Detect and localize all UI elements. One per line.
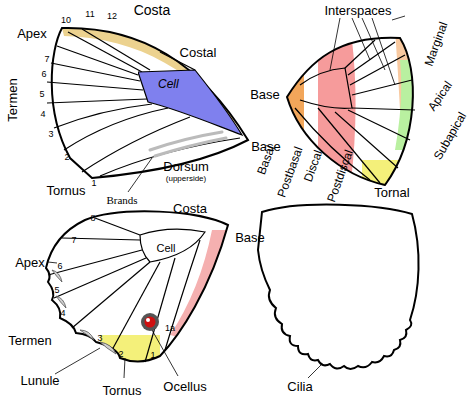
vein-number: 4: [60, 309, 65, 318]
part-name: Tornus: [102, 384, 141, 397]
zone-name: Tornal: [374, 186, 409, 199]
part-name: Termen: [8, 334, 51, 347]
wing-cell: Cell: [138, 66, 246, 138]
wing-veins: [295, 40, 415, 183]
part-name: Lunule: [20, 374, 59, 387]
part-name: Termen: [6, 78, 19, 121]
part-note: (upperside): [166, 175, 206, 183]
part-name: Costa: [134, 3, 171, 17]
leader-line: [128, 158, 152, 192]
part-name: Apex: [17, 27, 47, 40]
vein-number: 11: [85, 10, 94, 19]
hindwing-outline: [258, 205, 419, 378]
vein-number: 1: [150, 351, 155, 360]
vein-number: 1a: [165, 324, 175, 333]
vein-number: 7: [44, 55, 49, 64]
vein-number: 6: [57, 262, 62, 271]
part-name: Base: [235, 231, 265, 244]
zone-name: Discal: [302, 149, 324, 184]
part-name: Ocellus: [163, 380, 206, 393]
wing-outline: [52, 28, 248, 178]
wing-outline: [258, 205, 419, 369]
part-name: Dorsum: [163, 160, 209, 173]
ocellus-pupil: [146, 318, 150, 322]
forewing-upper: [47, 28, 248, 192]
vein-number: 2: [64, 153, 69, 162]
zone-name: Marginal: [422, 20, 449, 67]
ocellus-center: [145, 317, 156, 328]
wing-outline: [46, 211, 228, 361]
vein-number: 5: [54, 286, 59, 295]
zone-name: Interspaces: [324, 4, 391, 17]
zone-name: Subapical: [432, 110, 469, 162]
part-name: Cilia: [287, 380, 312, 393]
vein-number: 4: [40, 110, 45, 119]
vein-number: 8: [90, 214, 95, 223]
part-name: Brands: [106, 195, 137, 206]
vein-number: 12: [107, 12, 117, 21]
part-name: Costa: [173, 202, 207, 215]
vein-number: 7: [71, 236, 76, 245]
cell-label: Cell: [158, 78, 179, 90]
ocellus-ring: [141, 313, 159, 331]
brands: [150, 132, 226, 156]
vein-number: 2: [118, 350, 123, 359]
vein-number: 5: [39, 90, 44, 99]
part-name: Apex: [15, 256, 45, 269]
part-name: Costal: [180, 46, 217, 59]
wing-veins: [48, 218, 205, 362]
forewing-zones: [280, 16, 430, 195]
cell-shape: [138, 66, 246, 138]
vein-number: 3: [97, 334, 102, 343]
leader-lines: [48, 262, 178, 378]
cell-fill: [138, 70, 242, 135]
hindwing-underside: [46, 211, 235, 378]
part-name: Cell: [157, 243, 176, 254]
part-name: Base: [250, 88, 280, 101]
lunules: [52, 270, 116, 354]
zone-name: Postbasal: [275, 145, 304, 199]
leader-lines: [330, 16, 405, 85]
leader-line: [308, 364, 322, 378]
vein-number: 1: [91, 179, 96, 188]
vein-number: 3: [48, 130, 53, 139]
vein-number: 10: [61, 16, 71, 25]
zone-name: Apical: [426, 79, 455, 113]
anal-band: [170, 230, 235, 340]
part-name: Tornus: [46, 184, 85, 197]
costal-band: [62, 28, 248, 140]
vein-number: 6: [41, 70, 46, 79]
